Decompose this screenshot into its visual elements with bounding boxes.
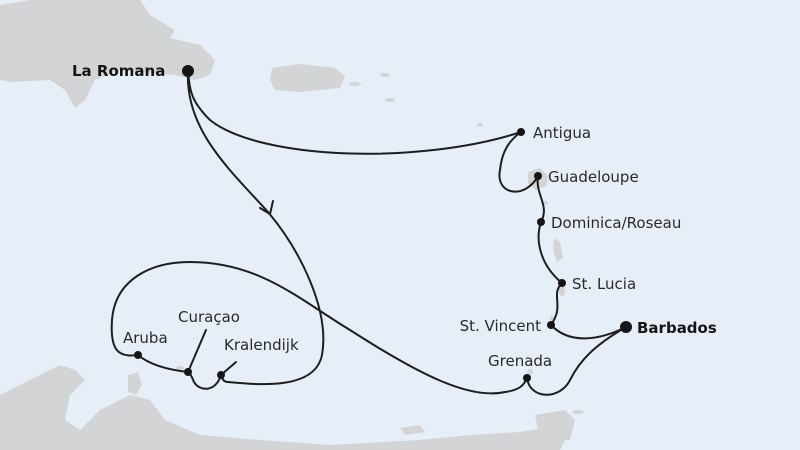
tobago	[572, 410, 584, 414]
port-marker-kralendijk[interactable]	[217, 371, 225, 379]
grenada-island	[527, 369, 533, 375]
direction-arrow-icon	[259, 200, 274, 216]
port-label-kralendijk: Kralendijk	[224, 336, 299, 354]
port-marker-antigua[interactable]	[517, 128, 525, 136]
port-marker-guadeloupe[interactable]	[534, 172, 542, 180]
puerto-rico	[270, 64, 345, 92]
port-marker-grenada[interactable]	[523, 374, 531, 382]
port-marker-la-romana[interactable]	[182, 65, 194, 77]
port-marker-dominica[interactable]	[537, 218, 545, 226]
route-line	[110, 70, 627, 396]
dominica-island	[553, 238, 563, 262]
venezuela-coast	[0, 365, 570, 450]
margarita	[400, 425, 425, 435]
hispaniola	[0, 0, 215, 108]
port-marker-curacao[interactable]	[184, 368, 192, 376]
ports: La Romana Antigua Guadeloupe Dominica/Ro…	[72, 62, 717, 382]
port-marker-st-lucia[interactable]	[558, 279, 566, 287]
island	[477, 123, 483, 127]
st-lucia-island	[559, 286, 565, 296]
land-masses	[0, 0, 584, 450]
island	[380, 73, 390, 77]
port-label-st-lucia: St. Lucia	[572, 275, 636, 293]
port-label-curacao: Curaçao	[178, 308, 240, 326]
curacao-island	[176, 366, 184, 370]
island	[349, 82, 361, 86]
port-label-guadeloupe: Guadeloupe	[548, 168, 639, 186]
port-label-aruba: Aruba	[123, 329, 168, 347]
curacao-leader	[187, 329, 207, 373]
st-vincent-island	[550, 315, 554, 321]
port-marker-st-vincent[interactable]	[547, 321, 555, 329]
port-label-antigua: Antigua	[533, 124, 591, 142]
island	[385, 98, 395, 102]
port-label-grenada: Grenada	[488, 352, 552, 370]
port-label-barbados: Barbados	[637, 319, 717, 337]
port-label-st-vincent: St. Vincent	[460, 317, 542, 335]
trinidad	[535, 410, 575, 440]
port-label-dominica: Dominica/Roseau	[551, 214, 681, 232]
haiti-west	[0, 45, 30, 58]
port-label-la-romana: La Romana	[72, 62, 165, 80]
paraguana	[128, 372, 142, 395]
port-marker-aruba[interactable]	[134, 351, 142, 359]
port-marker-barbados[interactable]	[620, 321, 632, 333]
